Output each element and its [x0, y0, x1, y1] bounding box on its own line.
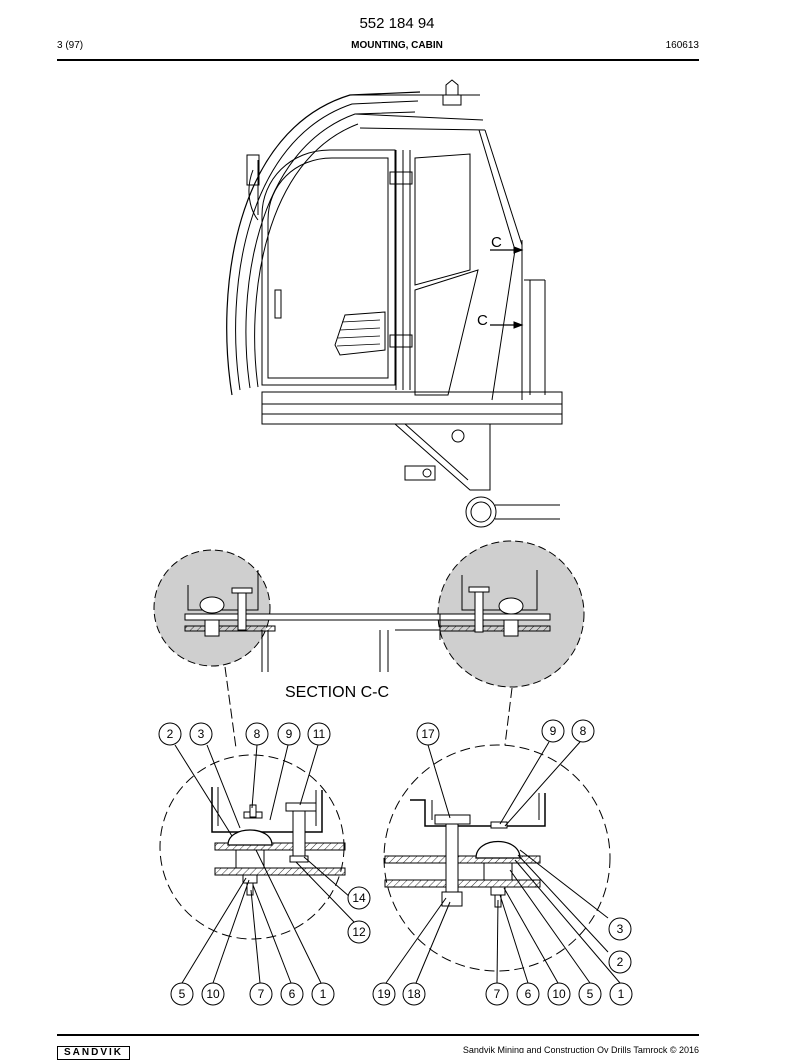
- callouts-left: 2 3 8 9 11 14 12 5 10 7 6 1: [158, 722, 371, 1006]
- svg-text:6: 6: [289, 987, 296, 1001]
- svg-text:14: 14: [352, 891, 366, 905]
- callout-right-1: 1: [609, 982, 633, 1006]
- callout-left-14: 14: [347, 886, 371, 910]
- svg-text:7: 7: [494, 987, 501, 1001]
- callout-left-9: 9: [277, 722, 301, 746]
- svg-text:1: 1: [320, 987, 327, 1001]
- svg-text:12: 12: [352, 925, 366, 939]
- callout-right-18: 18: [402, 982, 426, 1006]
- svg-text:1: 1: [618, 987, 625, 1001]
- callout-right-7: 7: [485, 982, 509, 1006]
- svg-text:8: 8: [580, 724, 587, 738]
- callout-left-8: 8: [245, 722, 269, 746]
- callout-left-1: 1: [311, 982, 335, 1006]
- svg-text:18: 18: [407, 987, 421, 1001]
- svg-text:11: 11: [313, 727, 326, 741]
- copyright-text: Sandvik Mining and Construction Oy Drill…: [462, 1045, 699, 1053]
- callout-right-8: 8: [571, 719, 595, 743]
- section-marker-top: C: [491, 234, 502, 251]
- section-view: [153, 540, 585, 749]
- section-marker-bottom: C: [477, 312, 488, 329]
- callout-right-6: 6: [516, 982, 540, 1006]
- callouts-right: 17 9 8 3 2 19 18 7 6 10 5 1: [372, 719, 633, 1006]
- brand-logo: SANDVIK: [57, 1046, 131, 1060]
- callout-left-7: 7: [249, 982, 273, 1006]
- svg-text:9: 9: [550, 724, 557, 738]
- svg-text:2: 2: [167, 727, 174, 741]
- header-rule: [57, 59, 699, 61]
- svg-text:9: 9: [286, 727, 293, 741]
- callout-right-19: 19: [372, 982, 396, 1006]
- callout-right-9: 9: [541, 719, 565, 743]
- callout-left-12: 12: [347, 920, 371, 944]
- callout-left-5: 5: [170, 982, 194, 1006]
- svg-text:10: 10: [206, 987, 220, 1001]
- callout-left-2: 2: [158, 722, 182, 746]
- svg-text:2: 2: [617, 955, 624, 969]
- callout-right-3: 3: [608, 917, 632, 941]
- svg-text:7: 7: [258, 987, 265, 1001]
- svg-text:17: 17: [421, 727, 435, 741]
- date-code: 160613: [665, 40, 699, 51]
- left-detail: [159, 744, 356, 984]
- callout-left-3: 3: [189, 722, 213, 746]
- callout-right-2: 2: [608, 950, 632, 974]
- right-detail: [383, 741, 621, 984]
- svg-text:3: 3: [198, 727, 205, 741]
- callout-right-10: 10: [547, 982, 571, 1006]
- svg-text:5: 5: [587, 987, 594, 1001]
- callout-right-5: 5: [578, 982, 602, 1006]
- section-label: SECTION C-C: [285, 684, 389, 701]
- svg-text:8: 8: [254, 727, 261, 741]
- document-number: 552 184 94: [359, 15, 435, 32]
- callout-left-6: 6: [280, 982, 304, 1006]
- svg-text:6: 6: [525, 987, 532, 1001]
- callout-left-11: 11: [307, 722, 331, 746]
- svg-text:3: 3: [617, 922, 624, 936]
- cabin-side-view: [226, 79, 563, 528]
- footer-rule: [57, 1034, 699, 1036]
- svg-text:10: 10: [552, 987, 566, 1001]
- svg-text:5: 5: [179, 987, 186, 1001]
- callout-left-10: 10: [201, 982, 225, 1006]
- svg-text:19: 19: [377, 987, 391, 1001]
- callout-right-17: 17: [416, 722, 440, 746]
- page-number: 3 (97): [57, 40, 84, 51]
- page-title: MOUNTING, CABIN: [351, 40, 443, 51]
